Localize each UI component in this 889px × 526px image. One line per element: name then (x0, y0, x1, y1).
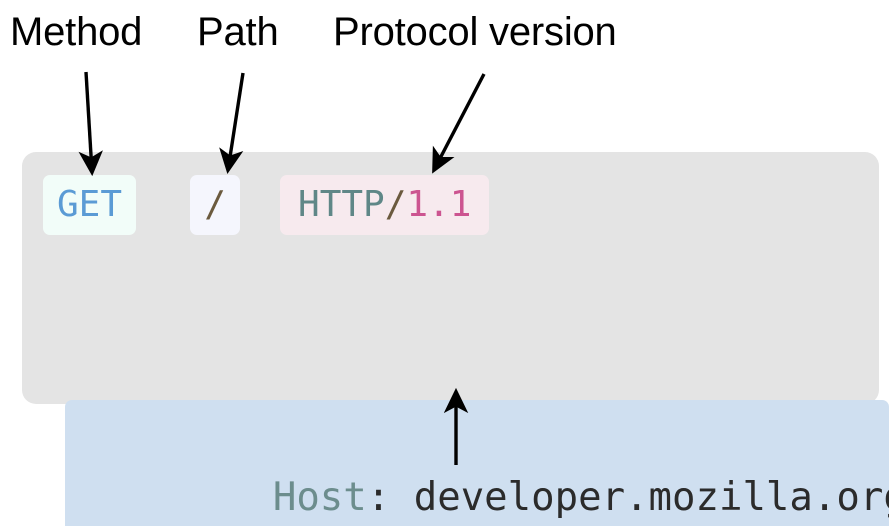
protocol-version-text: 1.1 (406, 184, 472, 225)
annotation-label-method: Method (10, 10, 143, 54)
annotation-label-protocol-version: Protocol version (333, 10, 617, 54)
request-method-token: GET (43, 175, 137, 235)
annotation-label-path: Path (197, 10, 279, 54)
request-path-text: / (204, 184, 226, 225)
header-separator: : (366, 475, 414, 520)
protocol-name-text: HTTP (298, 184, 385, 225)
request-protocol-token: HTTP/1.1 (280, 175, 490, 235)
http-request-card: GET / HTTP/1.1 Host: developer.mozilla.o… (22, 152, 889, 526)
header-value-host: developer.mozilla.org (413, 475, 889, 520)
request-line: GET / HTTP/1.1 (43, 175, 879, 235)
protocol-separator-text: / (384, 184, 407, 225)
header-name-host: Host (272, 475, 367, 520)
request-path-token: / (190, 175, 241, 235)
request-method-text: GET (57, 184, 123, 225)
header-row: Host: developer.mozilla.org (85, 411, 889, 526)
http-headers-block: Host: developer.mozilla.org Accept-Langu… (65, 400, 889, 526)
